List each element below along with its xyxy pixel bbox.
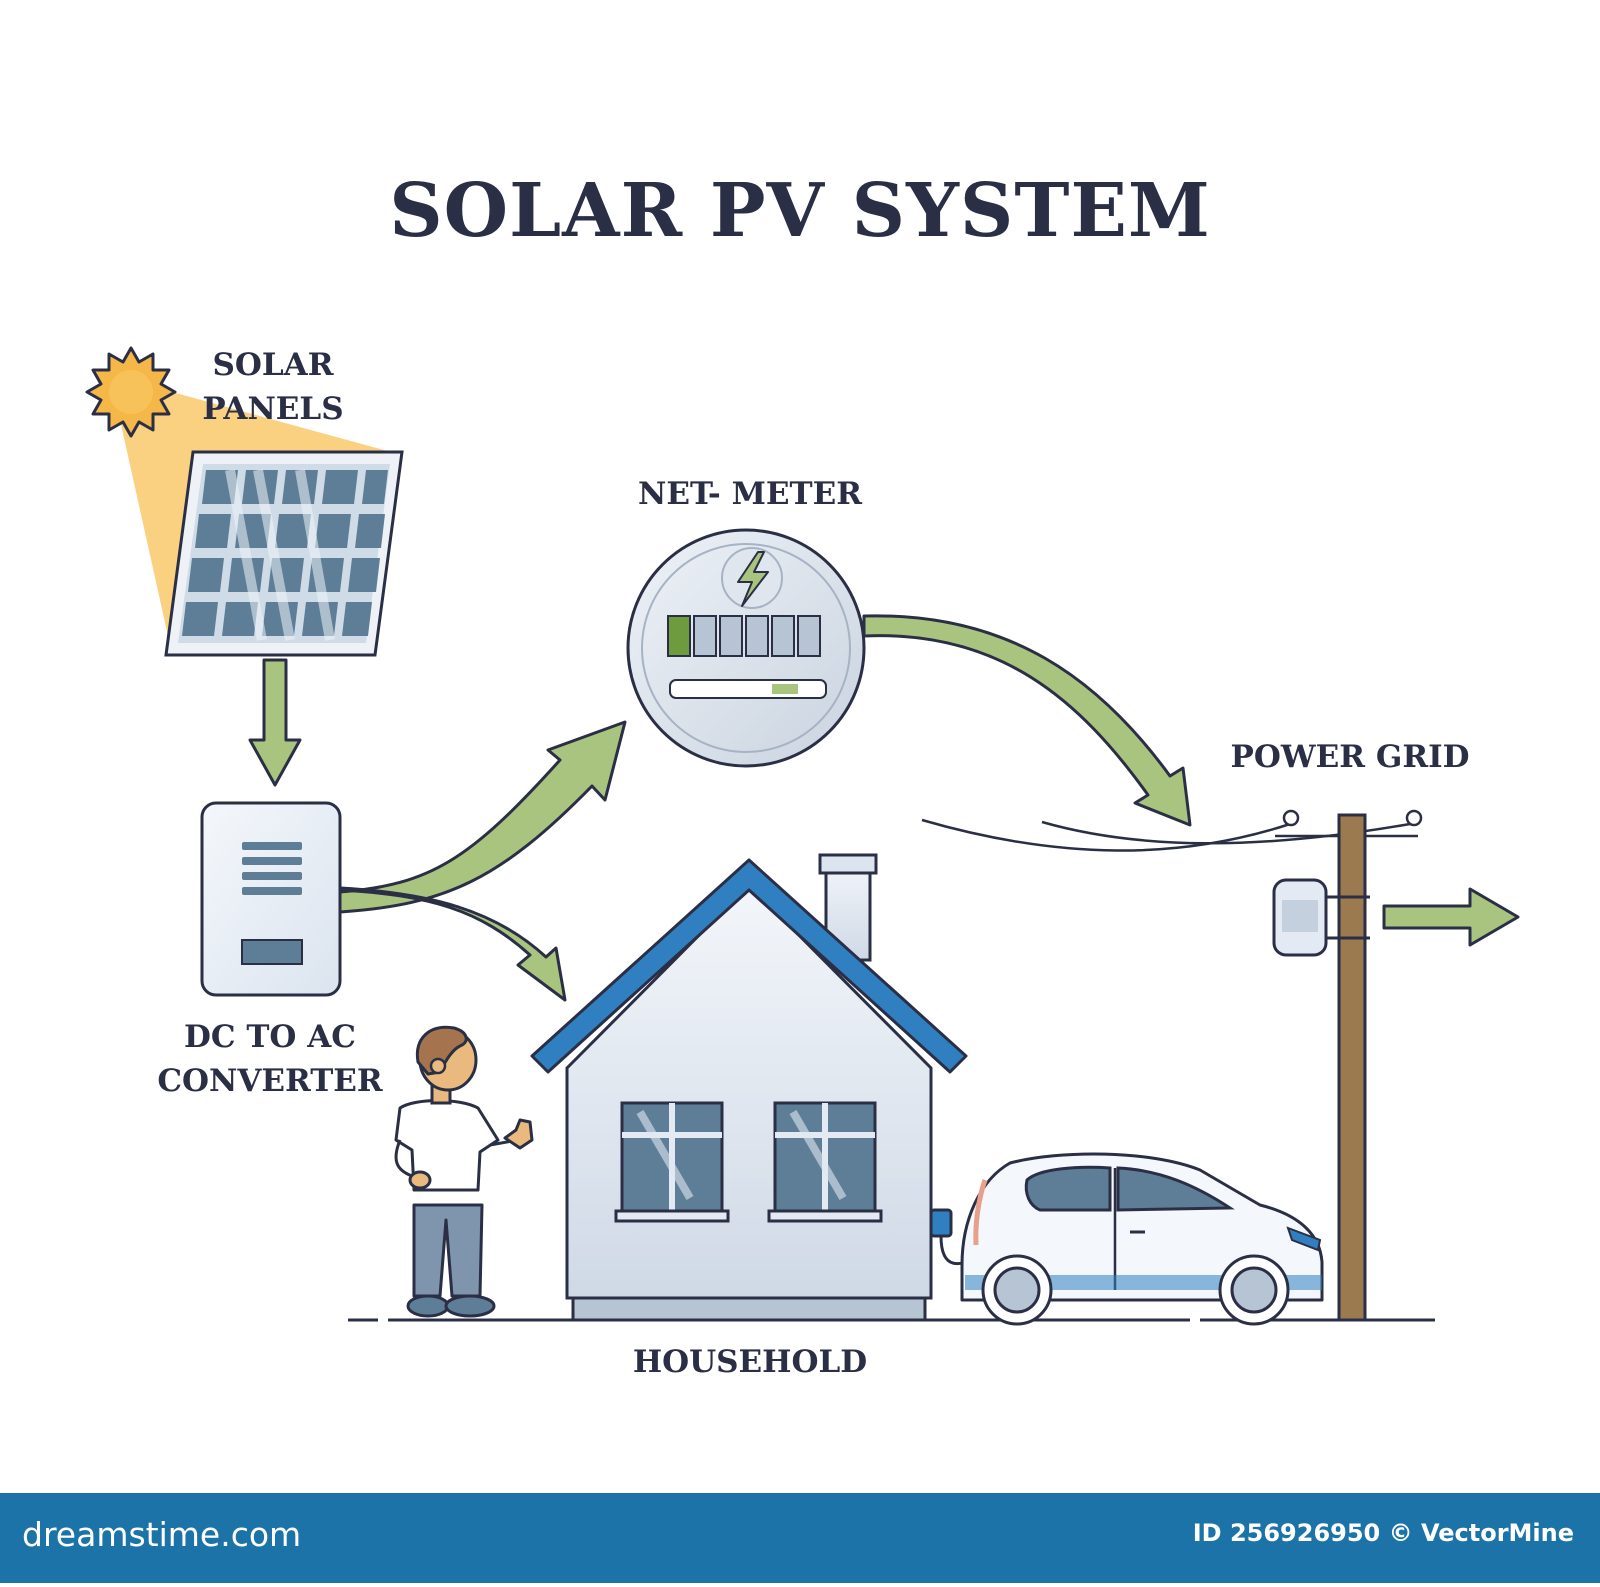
solar-panels-label: SOLAR PANELS [188,343,358,431]
arrow-meter-to-grid [862,614,1192,827]
dc-ac-converter [200,801,342,997]
house [530,853,968,1322]
person [394,1025,534,1318]
footer-id-text: ID 256926950 © VectorMine [1192,1519,1574,1547]
lightning-icon [737,551,769,607]
household-label: HOUSEHOLD [632,1344,868,1380]
sun-icon [85,346,177,438]
arrow-converter-to-meter [338,720,627,914]
arrow-grid-out [1382,887,1520,947]
solar-panels-label-line1: SOLAR [212,347,334,383]
converter-label-line2: CONVERTER [157,1063,383,1099]
roof [530,858,968,1074]
arrow-panel-to-converter [248,658,302,787]
electric-car [960,1152,1324,1326]
utility-pole [1272,809,1423,1322]
power-grid-label: POWER GRID [1230,739,1470,775]
converter-label: DC TO AC CONVERTER [140,1015,400,1103]
arrow-converter-to-house [338,886,567,1002]
watermark-footer: dreamstime.com ID 256926950 © VectorMine [0,1493,1600,1583]
diagram-title: SOLAR PV SYSTEM [389,168,1211,254]
net-meter [626,528,866,768]
window-right [767,1101,883,1223]
solar-panel [164,450,404,657]
solar-panels-label-line2: PANELS [202,391,344,427]
converter-label-line1: DC TO AC [184,1019,356,1055]
footer-site-text: dreamstime.com [22,1515,302,1554]
net-meter-label: NET- METER [638,476,862,512]
window-left [614,1101,730,1223]
